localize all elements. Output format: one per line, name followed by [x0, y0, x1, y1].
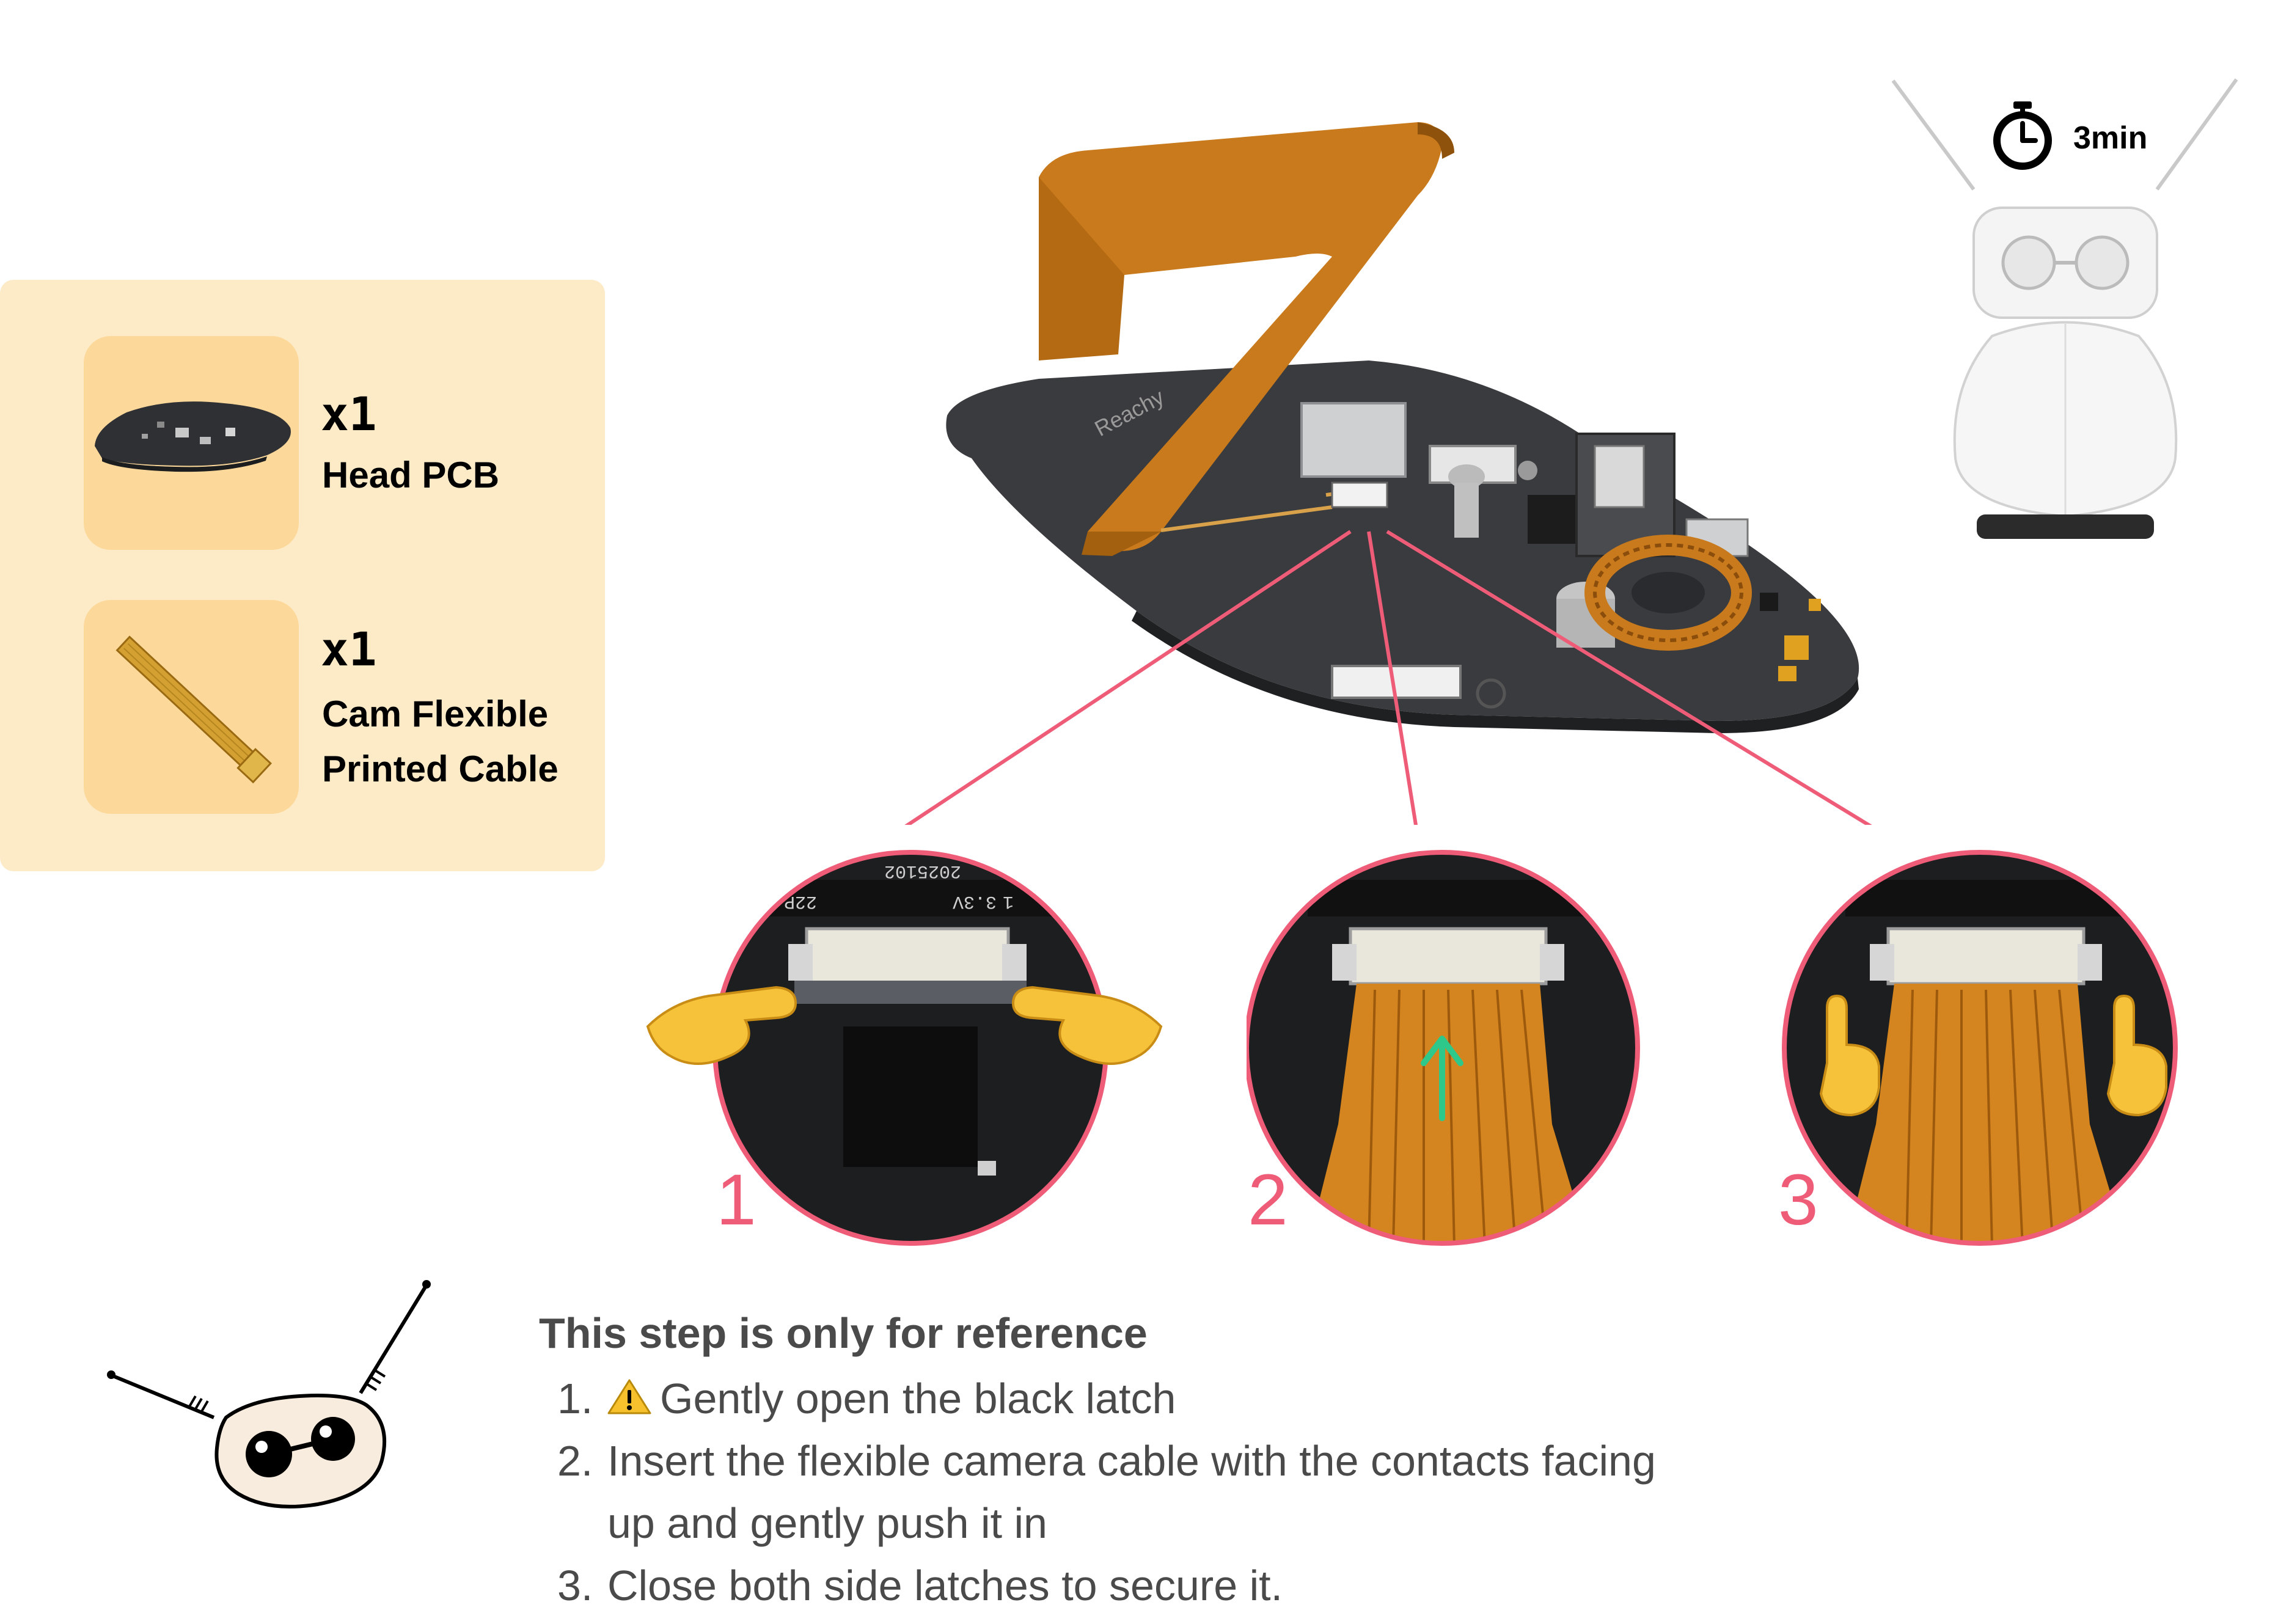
board-date-marking: 2025102 [884, 860, 961, 881]
step-3-detail [1782, 850, 2178, 1246]
robot-mascot-icon [107, 1280, 431, 1509]
step-1-detail: 2025102 22P 3.3V 1 [646, 850, 1163, 1246]
reachy-mini-robot-illustration [1891, 78, 2238, 539]
instruction-text: Gently open the black latch [660, 1375, 1176, 1422]
step-2-detail [1247, 850, 1640, 1246]
instruction-number: 2. [557, 1437, 593, 1485]
step-2-ring [1247, 850, 1640, 1246]
instruction-item: 3. Close both side latches to secure it. [550, 1554, 1677, 1617]
instruction-text: Close both side latches to secure it. [607, 1562, 1283, 1609]
duration-label: 3min [2073, 120, 2148, 156]
pcb-assembly-illustration: Reachy [904, 122, 1872, 825]
parts-panel: x1 Head PCB x1 Cam Flexible Printed Cabl… [0, 280, 605, 871]
board-pin-one-marking: 1 [1003, 891, 1014, 912]
part-name-line-1: Cam Flexible [322, 693, 549, 734]
instructions-heading: This step is only for reference [539, 1309, 1148, 1357]
instruction-number: 3. [557, 1562, 593, 1609]
flex-cable-thumbnail [84, 600, 299, 814]
stopwatch-icon [1993, 101, 2052, 170]
part-name: Head PCB [322, 455, 500, 496]
part-qty: x1 [321, 622, 377, 676]
step-number-1: 1 [716, 1160, 756, 1240]
instruction-item: 1. Gently open the black latch [550, 1367, 1677, 1430]
warning-icon [607, 1379, 651, 1414]
head-pcb-thumbnail [84, 336, 299, 550]
instruction-number: 1. [557, 1375, 593, 1422]
part-name-line-2: Printed Cable [322, 748, 559, 789]
instruction-text: Insert the flexible camera cable with th… [607, 1437, 1656, 1547]
instructions-list: 1. Gently open the black latch 2. Insert… [550, 1367, 1677, 1617]
instruction-item: 2. Insert the flexible camera cable with… [550, 1430, 1677, 1554]
board-voltage-marking: 3.3V [953, 891, 997, 912]
step-number-2: 2 [1248, 1160, 1288, 1240]
part-qty: x1 [321, 387, 377, 441]
step-number-3: 3 [1778, 1160, 1818, 1240]
